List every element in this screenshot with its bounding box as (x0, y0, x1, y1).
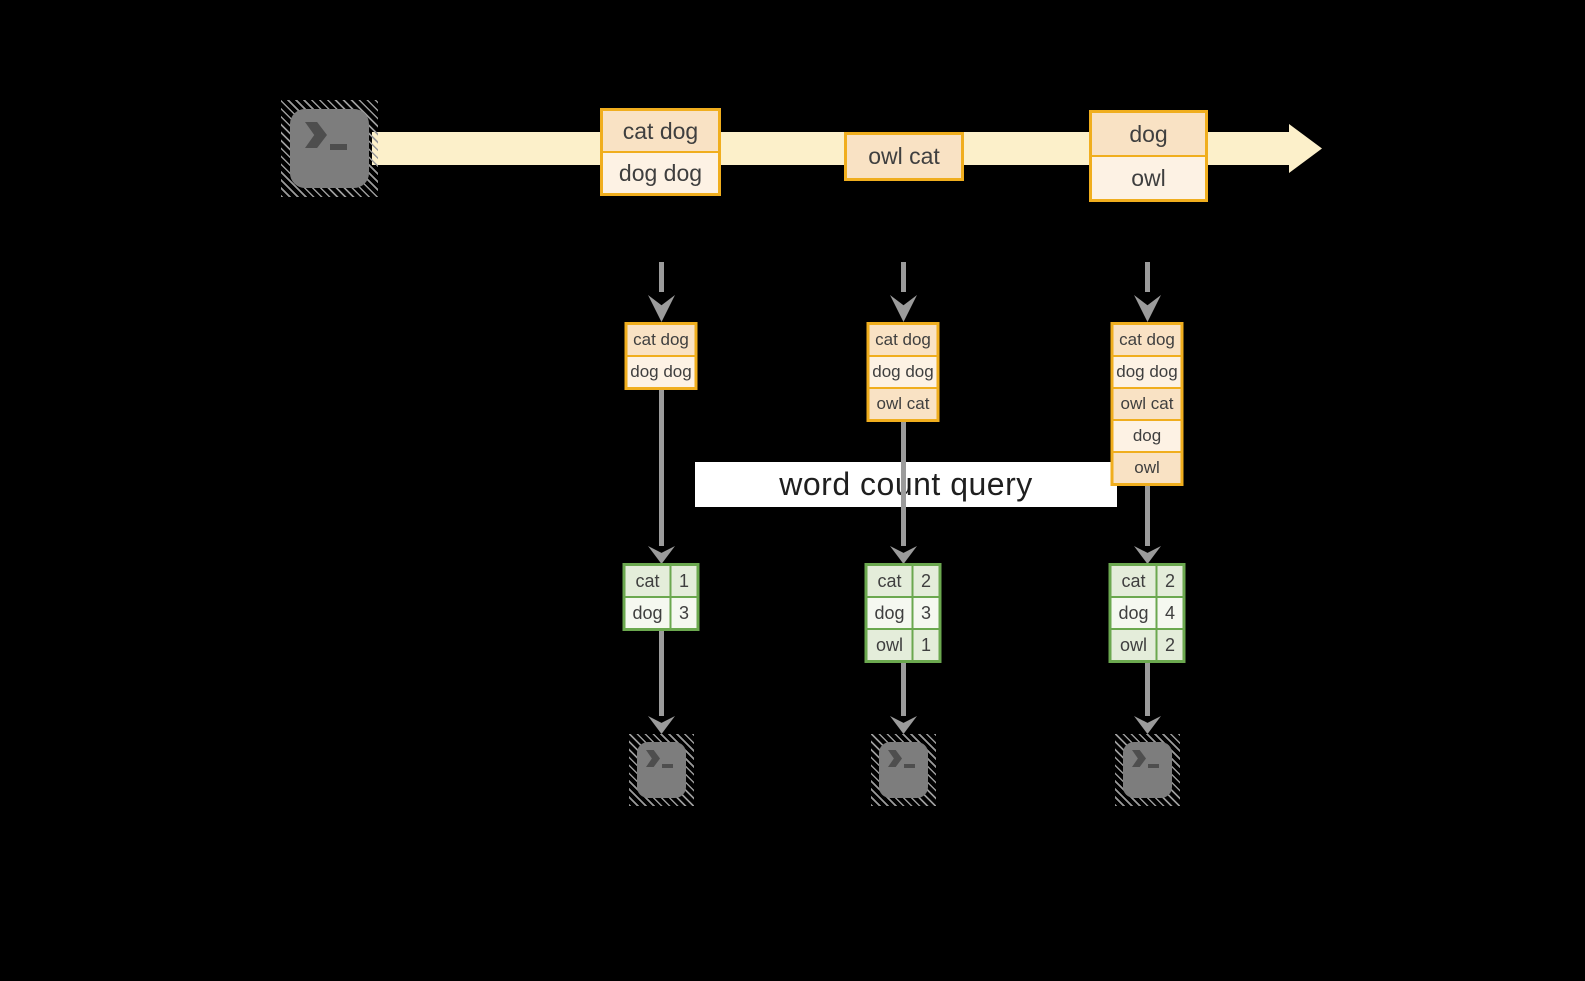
terminal-icon (1115, 734, 1180, 806)
query-banner: word count query (695, 462, 1117, 507)
arrowhead-icon (890, 546, 917, 564)
word-cell: cat (1111, 566, 1156, 596)
batch-line: dog (1113, 421, 1181, 451)
arrowhead-icon (1134, 295, 1161, 322)
batch-line: cat dog (869, 325, 937, 355)
batch-line: owl cat (847, 135, 961, 178)
batch-line: owl (1113, 453, 1181, 483)
arrow-line (659, 390, 664, 546)
terminal-icon (629, 734, 694, 806)
batch-line: dog (1092, 113, 1205, 155)
count-cell: 1 (913, 630, 939, 660)
arrowhead-icon (890, 295, 917, 322)
batch-line: dog dog (627, 357, 695, 387)
arrow-line (901, 422, 906, 546)
arrowhead-icon (648, 546, 675, 564)
prompt-underscore-icon (330, 144, 347, 150)
terminal-icon (871, 734, 936, 806)
prompt-underscore-icon (662, 764, 673, 768)
count-cell: 2 (913, 566, 939, 596)
batch-line: dog dog (1113, 357, 1181, 387)
arrow-line (1145, 486, 1150, 546)
prompt-underscore-icon (904, 764, 915, 768)
count-cell: 2 (1157, 630, 1183, 660)
batch-line: cat dog (603, 111, 718, 151)
arrowhead-icon (1134, 546, 1161, 564)
prompt-chevron-icon (1132, 750, 1146, 767)
word-cell: cat (625, 566, 670, 596)
count-cell: 2 (1157, 566, 1183, 596)
prompt-chevron-icon (305, 122, 327, 148)
count-cell: 3 (913, 598, 939, 628)
prompt-underscore-icon (1148, 764, 1159, 768)
stream-batch-box: owl cat (844, 132, 964, 181)
word-cell: owl (867, 630, 912, 660)
arrowhead-icon (648, 295, 675, 322)
batch-line: cat dog (627, 325, 695, 355)
word-cell: dog (625, 598, 670, 628)
prompt-chevron-icon (646, 750, 660, 767)
terminal-screen (879, 742, 928, 798)
batch-line: dog dog (869, 357, 937, 387)
terminal-screen (290, 109, 369, 188)
dashed-arrow-line (1145, 262, 1150, 292)
batch-line: owl (1092, 157, 1205, 199)
batch-line: owl cat (869, 389, 937, 419)
prompt-chevron-icon (888, 750, 902, 767)
batch-line: owl cat (1113, 389, 1181, 419)
dashed-arrow-line (659, 262, 664, 292)
batch-line: dog dog (603, 153, 718, 193)
arrowhead-icon (890, 716, 917, 734)
count-cell: 4 (1157, 598, 1183, 628)
dashed-arrow-line (901, 262, 906, 292)
arrow-line (659, 631, 664, 716)
word-cell: dog (867, 598, 912, 628)
terminal-screen (637, 742, 686, 798)
stream-arrow-head (1289, 124, 1322, 173)
word-cell: cat (867, 566, 912, 596)
count-cell: 1 (671, 566, 697, 596)
arrow-line (1145, 663, 1150, 716)
arrowhead-icon (1134, 716, 1161, 734)
arrowhead-icon (648, 716, 675, 734)
count-cell: 3 (671, 598, 697, 628)
batch-line: cat dog (1113, 325, 1181, 355)
terminal-screen (1123, 742, 1172, 798)
word-cell: owl (1111, 630, 1156, 660)
arrow-line (901, 663, 906, 716)
word-cell: dog (1111, 598, 1156, 628)
terminal-icon (281, 100, 378, 197)
